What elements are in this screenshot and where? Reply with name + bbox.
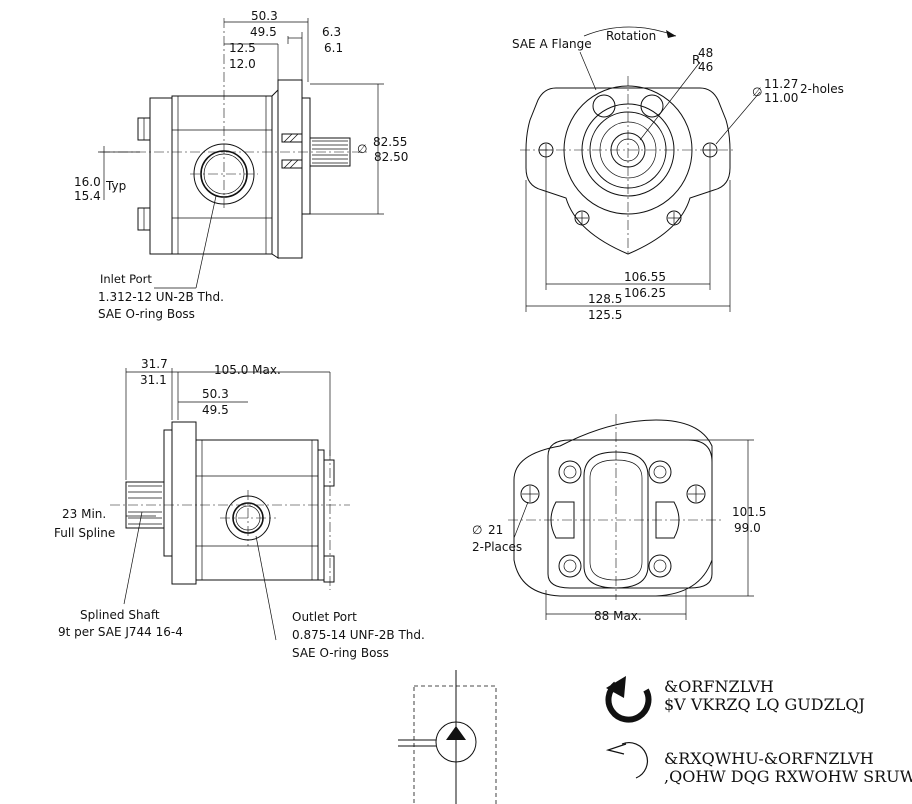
dim-12-5: 12.5 [229,41,256,55]
dim-hole-11-27: 11.27 [764,77,798,91]
dim-16-0: 16.0 [74,175,101,189]
radius-symbol: R [692,53,700,67]
dim-128-5: 128.5 [588,292,622,306]
outlet-port-label: Outlet Port [292,610,357,624]
dim-49-5: 49.5 [250,25,277,39]
bottom-side-view [110,368,350,641]
full-spline-label: Full Spline [54,526,115,540]
dim-125-5: 125.5 [588,308,622,322]
spline-min-label: 23 Min. [62,507,106,521]
splined-shaft-label: Splined Shaft [80,608,160,622]
dim-99-0: 99.0 [734,521,761,535]
diameter-symbol-21: ∅ [472,523,482,537]
dim-6-3: 6.3 [322,25,341,39]
bottom-side-labels: 31.7 31.1 105.0 Max. 50.3 49.5 23 Min. F… [54,357,425,660]
dim-15-4: 15.4 [74,189,101,203]
front-flange-labels: SAE A Flange Rotation 48 R 46 ∅ 11.27 11… [512,29,844,322]
dim-106-25: 106.25 [624,286,666,300]
inlet-port-thread: 1.312-12 UN-2B Thd. [98,290,224,304]
rear-view [508,414,754,620]
dim-50-3: 50.3 [251,9,278,23]
dim-49-5-b: 49.5 [202,403,229,417]
dim-typ: Typ [105,179,126,193]
dim-82-50: 82.50 [374,150,408,164]
dim-106-55: 106.55 [624,270,666,284]
legend-ccw-line1: &RXQWHU-&ORFNZLVH [664,749,874,768]
front-flange-view [520,26,761,312]
outlet-port-thread: 0.875-14 UNF-2B Thd. [292,628,425,642]
legend-text: &ORFNZLVH $V VKRZQ LQ GUDZLQJ &RXQWHU-&O… [664,677,912,786]
legend-cw-line2: $V VKRZQ LQ GUDZLQJ [664,695,865,714]
dim-105-max: 105.0 Max. [214,363,281,377]
dim-88-max: 88 Max. [594,609,642,623]
inlet-port-label: Inlet Port [100,272,152,286]
shaft-spec-label: 9t per SAE J744 16-4 [58,625,183,639]
sae-flange-label: SAE A Flange [512,37,592,51]
outlet-port-boss: SAE O-ring Boss [292,646,389,660]
dim-46: 46 [698,60,713,74]
dim-101-5: 101.5 [732,505,766,519]
dim-82-55: 82.55 [373,135,407,149]
dim-48: 48 [698,46,713,60]
clockwise-arrow-icon [605,676,652,723]
counter-clockwise-arrow-icon [605,742,648,779]
hydraulic-pump-symbol [398,670,497,804]
holes-label: 2-holes [800,82,844,96]
dim-21: 21 [488,523,503,537]
dim-31-7: 31.7 [141,357,168,371]
inlet-port-boss: SAE O-ring Boss [98,307,195,321]
diameter-symbol-hole: ∅ [752,85,762,99]
diameter-symbol: ∅ [357,142,367,156]
legend-cw-line1: &ORFNZLVH [664,677,774,696]
places-label: 2-Places [472,540,522,554]
dim-31-1: 31.1 [140,373,167,387]
side-view [98,18,384,289]
side-view-labels: 50.3 49.5 6.3 6.1 12.5 12.0 ∅ 82.55 82.5… [74,9,408,321]
rotation-label: Rotation [606,29,656,43]
rear-view-labels: ∅ 21 2-Places 101.5 99.0 88 Max. [472,505,766,623]
dim-50-3-b: 50.3 [202,387,229,401]
dim-6-1: 6.1 [324,41,343,55]
dim-hole-11-00: 11.00 [764,91,798,105]
legend-ccw-line2: ,QOHW DQG RXWOHW SRUW FKDQJHG [664,767,912,786]
dim-12-0: 12.0 [229,57,256,71]
